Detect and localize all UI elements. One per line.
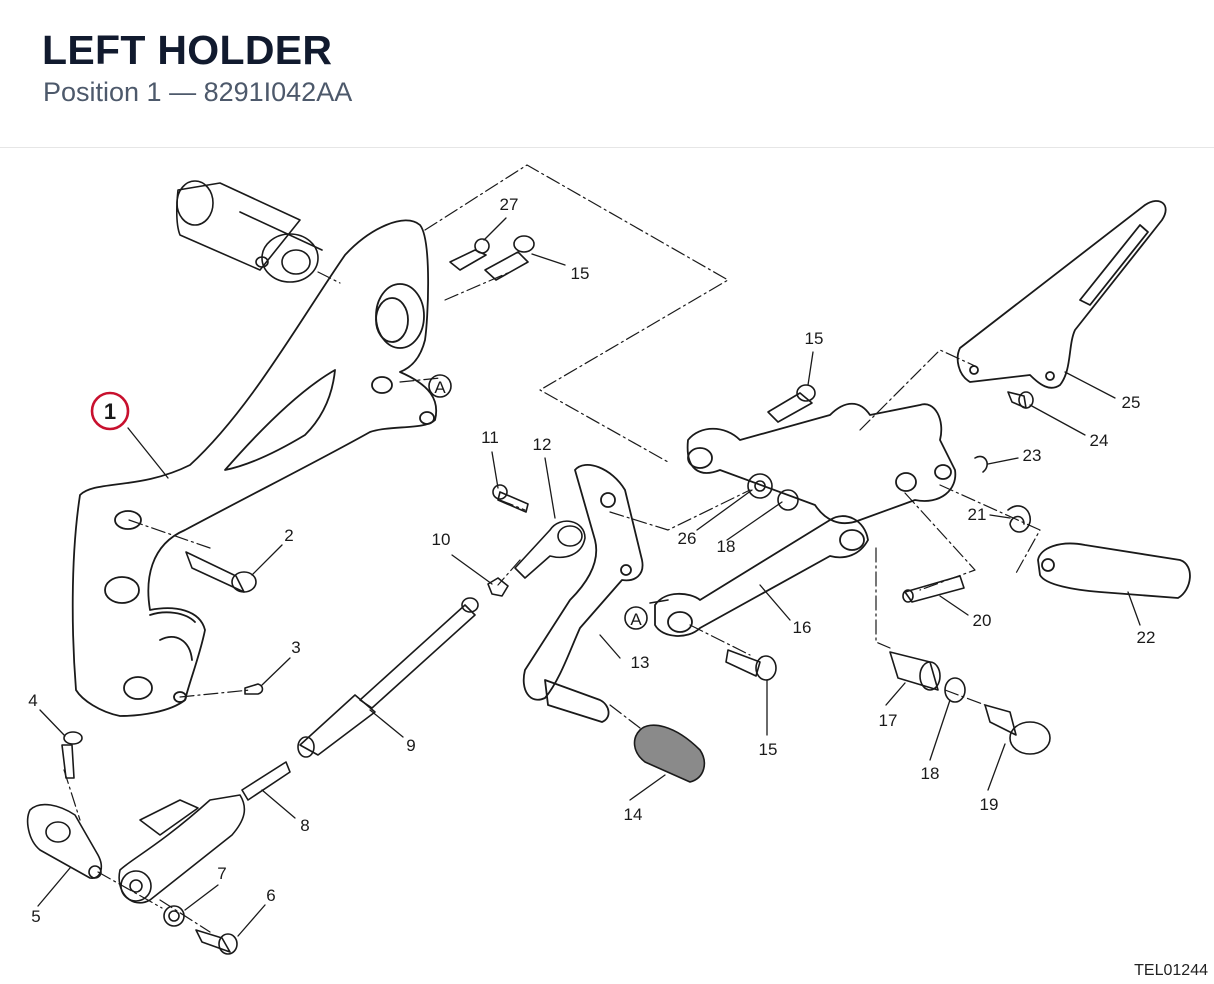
bolt-11[interactable] bbox=[492, 484, 529, 513]
callout-15-mid[interactable]: 15 bbox=[805, 329, 824, 348]
pivot-cylinder[interactable] bbox=[175, 180, 323, 283]
svg-text:A: A bbox=[434, 378, 446, 397]
bolt-24[interactable] bbox=[1007, 391, 1034, 409]
heel-guard-25[interactable] bbox=[956, 200, 1167, 389]
bolt-2[interactable] bbox=[185, 551, 257, 593]
lever-arm-16[interactable] bbox=[654, 515, 869, 637]
callout-26[interactable]: 26 bbox=[678, 529, 697, 548]
ring-18-lower[interactable] bbox=[944, 677, 966, 703]
callout-8[interactable]: 8 bbox=[300, 816, 309, 835]
callout-9[interactable]: 9 bbox=[406, 736, 415, 755]
callout-19[interactable]: 19 bbox=[980, 795, 999, 814]
callout-20[interactable]: 20 bbox=[973, 611, 992, 630]
callout-2[interactable]: 2 bbox=[284, 526, 293, 545]
callout-3[interactable]: 3 bbox=[291, 638, 300, 657]
gear-lever-13[interactable] bbox=[522, 464, 644, 723]
callout-12[interactable]: 12 bbox=[533, 435, 552, 454]
actuator-8[interactable] bbox=[118, 761, 291, 904]
svg-text:A: A bbox=[630, 610, 642, 629]
callout-15-low[interactable]: 15 bbox=[759, 740, 778, 759]
callout-11[interactable]: 11 bbox=[481, 428, 499, 447]
drawing-reference-code: TEL01244 bbox=[1134, 962, 1208, 979]
bolt-15-mid[interactable] bbox=[767, 384, 816, 423]
washer-26[interactable] bbox=[747, 473, 773, 499]
bolt-15-low[interactable] bbox=[725, 649, 777, 681]
screw-4[interactable] bbox=[61, 731, 83, 779]
washer-7[interactable] bbox=[163, 905, 185, 927]
bolt-27[interactable] bbox=[449, 238, 490, 271]
spring-21[interactable] bbox=[1007, 505, 1031, 533]
rod-end-12[interactable] bbox=[514, 520, 586, 579]
callout-27[interactable]: 27 bbox=[500, 195, 519, 214]
callout-labels: 2 3 4 5 6 7 8 9 10 11 12 13 14 15 15 15 … bbox=[28, 195, 1155, 926]
shift-rod-9[interactable] bbox=[297, 597, 479, 758]
callout-7[interactable]: 7 bbox=[217, 864, 226, 883]
callout-14[interactable]: 14 bbox=[624, 805, 643, 824]
callout-25[interactable]: 25 bbox=[1122, 393, 1141, 412]
callout-23[interactable]: 23 bbox=[1023, 446, 1042, 465]
marker-a-lower: A bbox=[624, 599, 669, 630]
callout-4[interactable]: 4 bbox=[28, 691, 37, 710]
bolt-15-top[interactable] bbox=[484, 235, 535, 281]
clevis-5[interactable] bbox=[26, 803, 102, 879]
callout-18-lower[interactable]: 18 bbox=[921, 764, 940, 783]
callout-16[interactable]: 16 bbox=[793, 618, 812, 637]
callout-17[interactable]: 17 bbox=[879, 711, 898, 730]
callout-10[interactable]: 10 bbox=[432, 530, 451, 549]
leader-lines bbox=[37, 217, 1141, 937]
page-subtitle: Position 1 — 8291I042AA bbox=[43, 77, 353, 107]
callout-6[interactable]: 6 bbox=[266, 886, 275, 905]
ring-18-upper[interactable] bbox=[777, 489, 799, 511]
callout-label: 1 bbox=[104, 399, 116, 424]
pin-20[interactable] bbox=[902, 575, 965, 603]
callout-21[interactable]: 21 bbox=[968, 505, 987, 524]
left-holder-bracket[interactable] bbox=[71, 219, 438, 717]
rear-set-plate[interactable] bbox=[686, 402, 957, 525]
marker-a-upper: A bbox=[428, 374, 452, 398]
pin-3[interactable] bbox=[244, 683, 264, 695]
circlip-23[interactable] bbox=[974, 455, 988, 473]
callout-13[interactable]: 13 bbox=[631, 653, 650, 672]
bolt-6[interactable] bbox=[195, 929, 238, 955]
pin-19[interactable] bbox=[984, 704, 1051, 755]
callout-15-top[interactable]: 15 bbox=[571, 264, 590, 283]
assembly-lines bbox=[63, 164, 1041, 933]
page-header: LEFT HOLDER Position 1 — 8291I042AA bbox=[0, 0, 1214, 148]
callout-22[interactable]: 22 bbox=[1137, 628, 1156, 647]
page-title: LEFT HOLDER bbox=[42, 27, 333, 73]
callout-1-highlight[interactable]: 1 bbox=[90, 391, 130, 431]
rubber-tip-14[interactable] bbox=[633, 724, 706, 783]
callout-5[interactable]: 5 bbox=[31, 907, 40, 926]
footpeg-22[interactable] bbox=[1037, 542, 1191, 599]
nut-10[interactable] bbox=[487, 577, 509, 597]
bushing-17[interactable] bbox=[889, 651, 941, 691]
callout-18-upper[interactable]: 18 bbox=[717, 537, 736, 556]
callout-24[interactable]: 24 bbox=[1090, 431, 1109, 450]
